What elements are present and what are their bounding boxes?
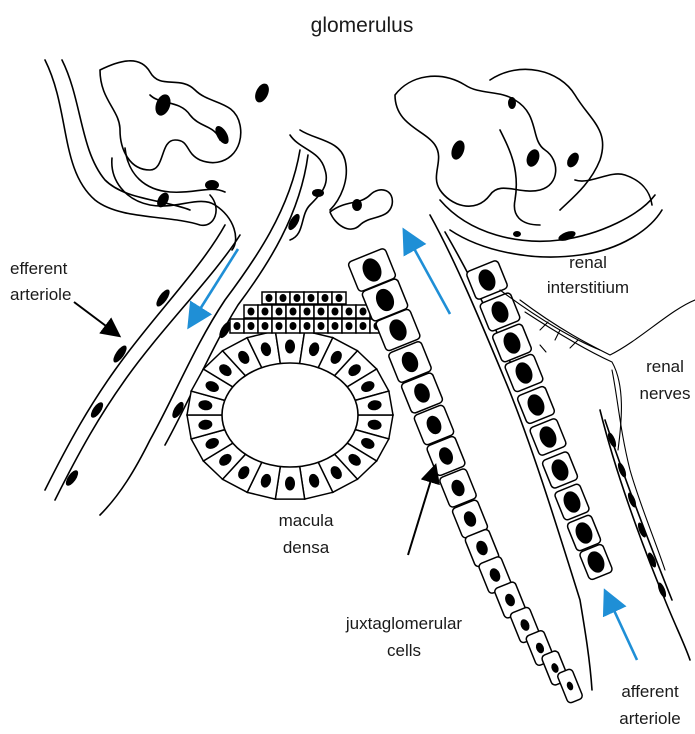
macula-densa-label-line1: macula: [279, 511, 334, 530]
cap-nucleus: [234, 322, 241, 330]
cap-nucleus: [332, 322, 339, 330]
cap-nucleus: [276, 308, 283, 316]
efferent-arteriole-label-line1: efferent: [10, 259, 68, 278]
cap-nucleus: [290, 308, 297, 316]
afferent-outer-nucleus: [616, 461, 628, 478]
cap-nucleus: [304, 322, 311, 330]
cap-nucleus: [360, 308, 367, 316]
efferent-pointer: [74, 302, 118, 335]
cap-nucleus: [304, 308, 311, 316]
cap-nucleus: [346, 322, 353, 330]
cap-nucleus: [276, 322, 283, 330]
macula-lumen: [222, 363, 358, 467]
renal-interstitium-label-line2: interstitium: [547, 278, 629, 297]
macula-nucleus: [285, 477, 295, 491]
cap-nucleus: [266, 294, 273, 302]
renal-nerves-label-line1: renal: [646, 357, 684, 376]
cap-nucleus: [336, 294, 343, 302]
efferent-arteriole-label-line2: arteriole: [10, 285, 71, 304]
cap-nucleus: [294, 294, 301, 302]
macula-densa-cap: [230, 292, 384, 333]
cap-nucleus: [262, 308, 269, 316]
renal-nerves: [500, 290, 695, 570]
flow-arrow-afferent: [606, 593, 637, 660]
renal-nerves-label-line2: nerves: [639, 384, 690, 403]
renal-interstitium-label-line1: renal: [569, 253, 607, 272]
afferent-arteriole-label-line2: arteriole: [619, 709, 680, 728]
cap-nucleus: [360, 322, 367, 330]
cap-nucleus: [262, 322, 269, 330]
flow-arrow-efferent: [190, 249, 238, 325]
cap-nucleus: [322, 294, 329, 302]
cap-nucleus: [248, 308, 255, 316]
macula-densa-cells: [187, 331, 393, 499]
cap-nucleus: [248, 322, 255, 330]
cap-nucleus: [332, 308, 339, 316]
juxtaglomerular-pointer: [408, 467, 435, 555]
cap-nucleus: [318, 308, 325, 316]
macula-nucleus: [285, 340, 295, 354]
cap-nucleus: [290, 322, 297, 330]
afferent-arteriole-label-line1: afferent: [621, 682, 679, 701]
cap-nucleus: [346, 308, 353, 316]
juxtaglomerular-label-line1: juxtaglomerular: [345, 614, 463, 633]
cap-nucleus: [308, 294, 315, 302]
flow-arrow-glomerular: [405, 232, 450, 314]
macula-densa-label-line2: densa: [283, 538, 330, 557]
glomerulus-label: glomerulus: [311, 14, 414, 37]
cap-nucleus: [280, 294, 287, 302]
cap-nucleus: [318, 322, 325, 330]
juxtaglomerular-label-line2: cells: [387, 641, 421, 660]
